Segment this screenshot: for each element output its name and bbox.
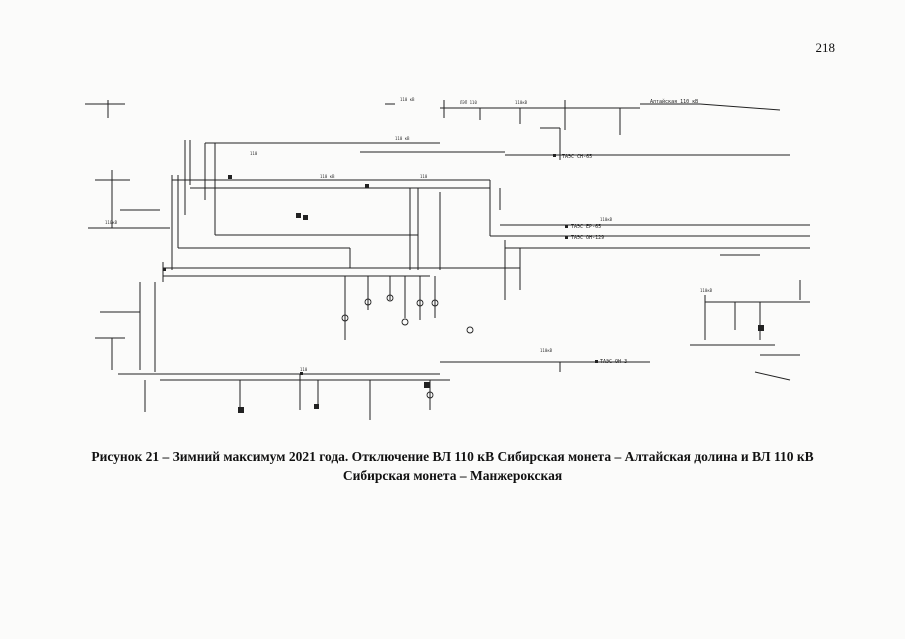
svg-text:ЛЭП 110: ЛЭП 110 bbox=[460, 100, 477, 105]
svg-text:110кВ: 110кВ bbox=[515, 100, 528, 105]
power-network-schematic: 110 кВ ЛЭП 110 110кВ 110 кВ 110 110 кВ 1… bbox=[85, 97, 810, 420]
svg-text:110кВ: 110кВ bbox=[600, 217, 613, 222]
caption-line-2: Сибирская монета – Манжерокская bbox=[342, 468, 563, 483]
figure-caption: Рисунок 21 – Зимний максимум 2021 года. … bbox=[40, 447, 865, 485]
svg-text:110кВ: 110кВ bbox=[105, 220, 118, 225]
svg-text:110 кВ: 110 кВ bbox=[320, 174, 335, 179]
page-number: 218 bbox=[815, 40, 836, 55]
svg-text:110 кВ: 110 кВ bbox=[400, 97, 415, 102]
svg-text:110 кВ: 110 кВ bbox=[395, 136, 410, 141]
caption-line-1: Рисунок 21 – Зимний максимум 2021 года. … bbox=[91, 449, 814, 464]
svg-text:110: 110 bbox=[420, 174, 428, 179]
label-tk-d: ТАЭС ОН-3 bbox=[600, 359, 627, 365]
svg-text:110кВ: 110кВ bbox=[700, 288, 713, 293]
svg-text:110: 110 bbox=[250, 151, 258, 156]
label-tk-a: ТАЭС СН-65 bbox=[562, 154, 592, 160]
label-tk-b: ТАЭС ЕР-65 bbox=[571, 224, 601, 230]
label-top-right-bus: Алтайская 110 кВ bbox=[650, 99, 698, 105]
label-tk-c: ТАЭС ОН-129 bbox=[571, 235, 604, 241]
svg-text:110: 110 bbox=[300, 367, 308, 372]
svg-text:110кВ: 110кВ bbox=[540, 348, 553, 353]
